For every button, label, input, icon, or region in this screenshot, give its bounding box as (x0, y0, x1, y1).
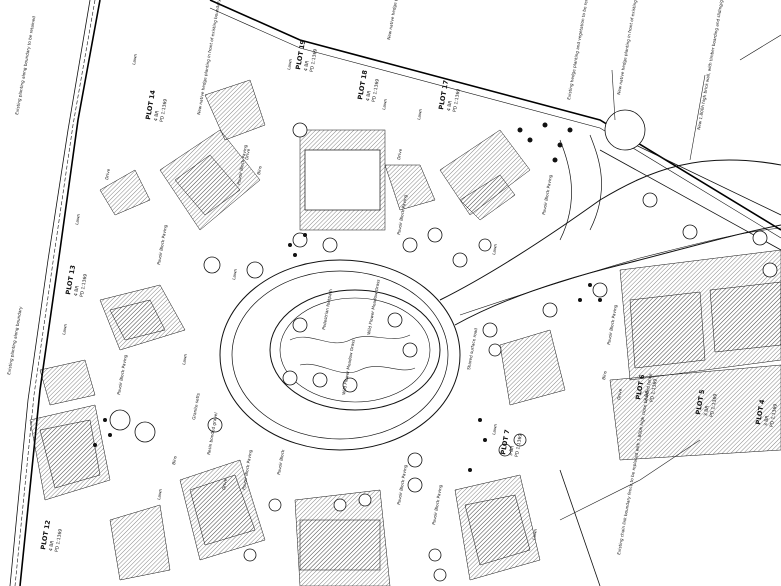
lawn-label: Lawn (381, 98, 388, 110)
paving-label: Pavoir Block Paving (606, 304, 618, 345)
lawn-label: Lawn (491, 243, 498, 255)
lawn-label: Lawn (531, 528, 538, 540)
plot-label-7: PLOT 7 3 BR PD 1:1369 (499, 429, 524, 458)
lawn-label: Lawn (231, 268, 238, 280)
paving-label: Pavoir Block Paving (116, 354, 128, 395)
plot-sub: 4 BR (303, 60, 311, 71)
road (219, 134, 781, 451)
note-hedge-top2: New native hedge planting in front of ex… (386, 0, 414, 40)
plot-sub: 3 BR (763, 415, 771, 426)
plot-ref: PD 1:1369 (514, 433, 524, 457)
plot-ref: PD 1:1369 (452, 88, 462, 112)
drive-label: Drive (244, 148, 251, 160)
paving-label: Pavoir Block Paving (156, 224, 168, 265)
plot-ref: PD 1:1369 (649, 378, 659, 402)
lawn-label: Lawn (286, 58, 293, 70)
paving-label: Pavoir Block Paving (541, 174, 553, 215)
plot-label-13: PLOT 13 4 BR PD 1:1369 (64, 264, 89, 297)
granite-label: Granite setts (191, 393, 201, 421)
meadow-path (289, 334, 416, 374)
plot-sub: 4 BR (73, 285, 81, 296)
bins-label: Bins (601, 371, 607, 381)
site-boundaries (9, 0, 781, 586)
plot-sub: 4 BR (48, 540, 56, 551)
plot-sub: 4 BR (365, 90, 373, 101)
houses (29, 79, 781, 586)
plot-ref: PD 1:1369 (309, 48, 319, 72)
plot-ref: PD 1:1369 (79, 273, 89, 297)
plot-ref: PD 1:1369 (54, 528, 64, 552)
plot-sub: 4 BR (446, 100, 454, 111)
bins-label: Bins (256, 166, 262, 176)
trees (109, 109, 778, 582)
drive-label: Drive (221, 478, 228, 490)
plot-label-18: PLOT 18 4 BR PD 1:1369 (356, 69, 381, 103)
plot-sub: 3 BR (508, 445, 516, 456)
note-hedge-right: Existing hedge planting and vegetation t… (566, 0, 596, 100)
lawn-label: Lawn (181, 353, 188, 365)
note-boundary-left: Existing planting along boundary to be r… (14, 15, 36, 115)
resin-label: Resin bonded gravel (206, 412, 218, 455)
bins-label: Bins (171, 456, 177, 466)
note-boundary-left2: Existing planting along boundary (6, 306, 23, 376)
paving-label: Pavoir Block Paving (431, 484, 443, 525)
lawn-label: Lawn (491, 423, 498, 435)
lawn-label: Lawn (416, 108, 423, 120)
paving-label: Pavoir Block (276, 449, 285, 476)
drive-label: Drive (104, 168, 111, 180)
plot-ref: PD 1:1369 (371, 78, 381, 102)
lawn-label: Lawn (131, 53, 138, 65)
meadow-label: Wild Flower Meadow Grass (366, 279, 381, 335)
drive-label: Drive (396, 148, 403, 160)
note-fence-right: New 1.800h high brick wall, with timber … (696, 0, 725, 130)
note-hedge-new: New native hedge planting in front of ex… (616, 0, 644, 95)
plot-label-14: PLOT 14 4 BR PD 1:1369 (144, 89, 169, 123)
plot-sub: 3 BR (703, 405, 711, 416)
lawn-label: Lawn (74, 213, 81, 225)
paving-label: Pavoir Block Paving (396, 464, 408, 505)
plot-sub: 3 BR (643, 390, 651, 401)
shrubs (93, 122, 602, 472)
plot-ref: PD 1:1369 (159, 98, 169, 122)
plot-label-12: PLOT 12 4 BR PD 1:1369 (39, 519, 64, 552)
shared-surface-label: Shared surface road (466, 327, 478, 370)
lawn-label: Lawn (156, 488, 163, 500)
plot-ref: PD 1:1369 (709, 393, 719, 417)
lawn-label: Lawn (61, 323, 68, 335)
plot-label-17: PLOT 17 4 BR PD 1:1369 (437, 79, 462, 112)
plot-ref: PD 1:1369 (769, 403, 779, 427)
drive-label: Drive (616, 388, 623, 400)
plot-sub: 4 BR (153, 110, 161, 121)
